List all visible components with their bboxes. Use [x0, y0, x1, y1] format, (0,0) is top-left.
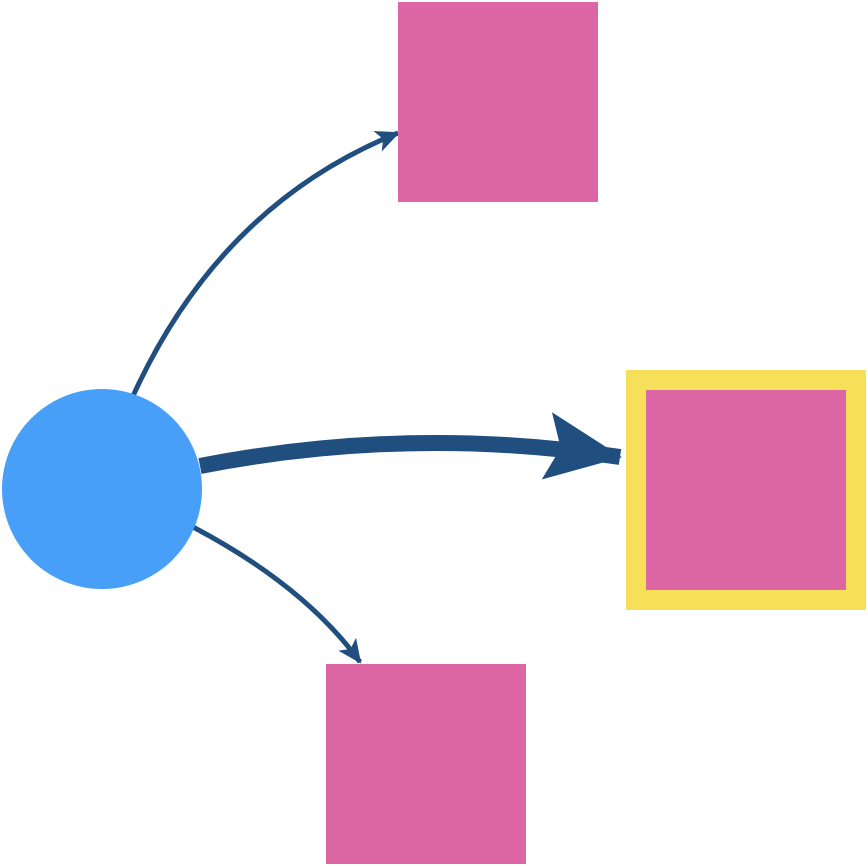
target-node-middle[interactable]: [646, 390, 846, 590]
target-node-top[interactable]: [398, 2, 598, 202]
edge-source-to-top: [130, 130, 400, 398]
highlight-border: [626, 370, 866, 610]
edge-source-to-bottom: [191, 524, 363, 664]
edge-source-to-middle: [198, 412, 622, 480]
source-node[interactable]: [2, 389, 202, 589]
target-node-bottom[interactable]: [326, 664, 526, 864]
